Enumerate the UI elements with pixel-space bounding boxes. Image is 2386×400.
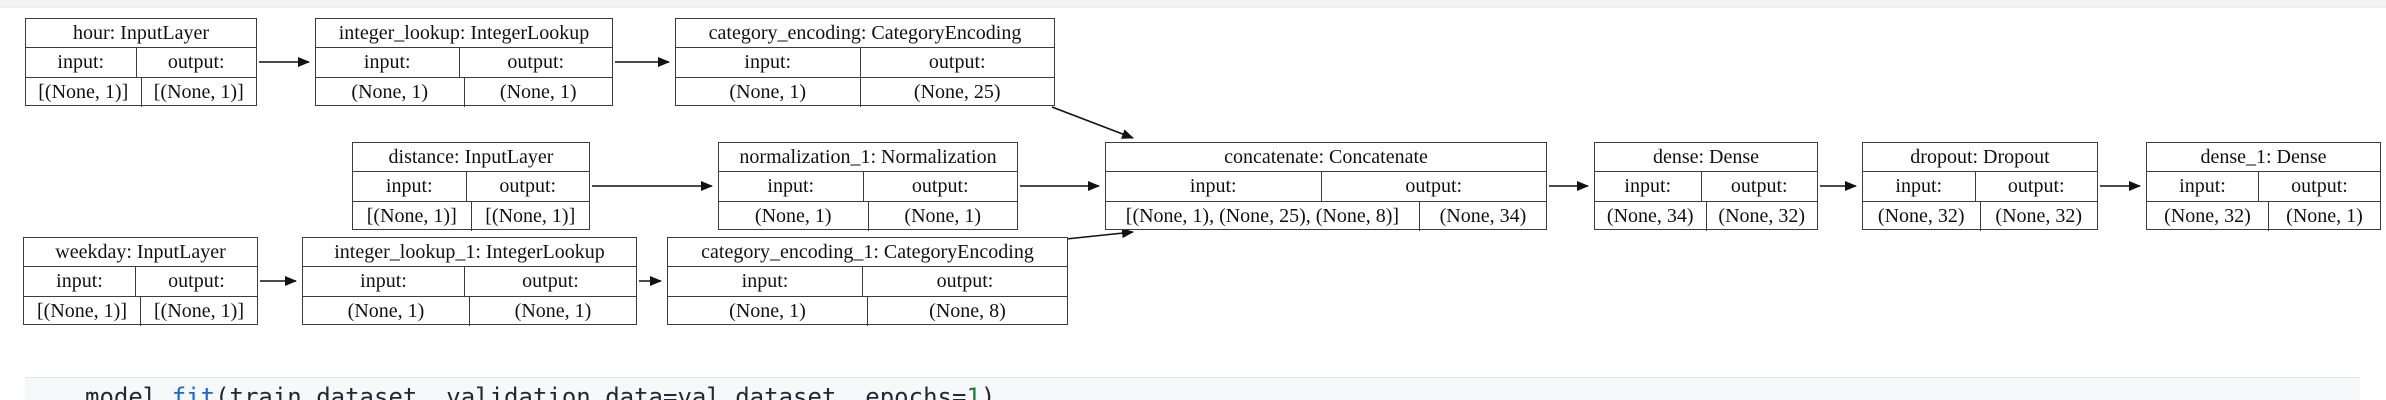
output-shape: [(None, 1)] [140, 78, 257, 107]
input-shape: [(None, 1)] [37, 300, 127, 322]
output-label: output: [2258, 172, 2380, 201]
layer-title: category_encoding_1: CategoryEncoding [668, 238, 1067, 267]
output-shape: (None, 34) [1418, 202, 1546, 231]
output-label: output: [1700, 172, 1818, 201]
output-shape: (None, 25) [859, 78, 1055, 107]
layer-node-concatenate: concatenate: Concatenate input: output: … [1105, 142, 1547, 231]
output-label: output: [464, 267, 636, 296]
input-shape: (None, 34) [1606, 205, 1694, 227]
layer-title: normalization_1: Normalization [719, 143, 1017, 172]
input-label: input: [2179, 175, 2226, 197]
layer-title: concatenate: Concatenate [1106, 143, 1546, 172]
output-label: output: [135, 48, 257, 77]
layer-node-dropout: dropout: Dropout input: output: (None, 3… [1862, 142, 2098, 231]
layer-node-integer-lookup: integer_lookup: IntegerLookup input: out… [315, 18, 613, 107]
output-label: output: [859, 48, 1055, 77]
output-label: output: [135, 267, 257, 296]
layer-title: dropout: Dropout [1863, 143, 2097, 172]
layer-title: distance: InputLayer [353, 143, 589, 172]
layer-node-normalization-1: normalization_1: Normalization input: ou… [718, 142, 1018, 231]
input-label: input: [57, 51, 105, 73]
output-shape: (None, 8) [867, 297, 1067, 326]
layer-node-category-encoding-1: category_encoding_1: CategoryEncoding in… [667, 237, 1068, 326]
layer-title: hour: InputLayer [26, 19, 256, 48]
input-label: input: [1895, 175, 1943, 197]
input-label: input: [385, 175, 433, 197]
layer-title: dense_1: Dense [2147, 143, 2380, 172]
code-token: model. [85, 383, 172, 400]
input-label: input: [1624, 175, 1672, 197]
output-label: output: [1974, 172, 2098, 201]
layer-title: weekday: InputLayer [24, 238, 257, 267]
input-shape: (None, 1) [729, 300, 806, 322]
layer-node-dense-1: dense_1: Dense input: output: (None, 32)… [2146, 142, 2381, 231]
code-cell[interactable]: model.fit(train_dataset, validation_data… [25, 377, 2360, 400]
input-shape: [(None, 1)] [366, 205, 457, 227]
output-label: output: [862, 172, 1018, 201]
output-shape: (None, 1) [469, 297, 636, 326]
layer-title: integer_lookup: IntegerLookup [316, 19, 612, 48]
toolbar-edge-strip [0, 0, 2386, 8]
output-label: output: [465, 172, 590, 201]
code-line[interactable]: model.fit(train_dataset, validation_data… [85, 383, 995, 400]
input-shape: (None, 32) [1877, 205, 1965, 227]
layer-node-hour: hour: InputLayer input: output: [(None, … [25, 18, 257, 107]
input-label: input: [744, 51, 792, 73]
output-shape: (None, 1) [2268, 202, 2380, 231]
layer-node-dense: dense: Dense input: output: (None, 34) (… [1594, 142, 1818, 231]
input-label: input: [1189, 175, 1237, 197]
input-label: input: [56, 270, 103, 292]
input-shape: (None, 1) [729, 81, 807, 103]
input-label: input: [363, 51, 411, 73]
code-token: ) [980, 383, 996, 400]
output-shape: (None, 32) [1979, 202, 2098, 231]
input-shape: (None, 1) [351, 81, 429, 103]
code-token: (train_dataset, validation_data=val_data… [215, 383, 967, 400]
output-label: output: [458, 48, 613, 77]
layer-node-category-encoding: category_encoding: CategoryEncoding inpu… [675, 18, 1055, 107]
layer-node-weekday: weekday: InputLayer input: output: [(Non… [23, 237, 258, 326]
input-shape: (None, 32) [2164, 205, 2251, 227]
input-shape: (None, 1) [347, 300, 425, 322]
layer-title: category_encoding: CategoryEncoding [676, 19, 1054, 48]
input-shape: [(None, 1), (None, 25), (None, 8)] [1125, 205, 1400, 227]
output-label: output: [862, 267, 1067, 296]
layer-title: integer_lookup_1: IntegerLookup [303, 238, 636, 267]
input-label: input: [360, 270, 407, 292]
output-label: output: [1320, 172, 1547, 201]
output-shape: (None, 32) [1705, 202, 1818, 231]
input-shape: (None, 1) [754, 205, 832, 227]
code-token-function: fit [171, 383, 216, 400]
output-shape: (None, 1) [463, 78, 613, 107]
output-shape: [(None, 1)] [470, 202, 590, 231]
input-label: input: [741, 270, 789, 292]
input-shape: [(None, 1)] [38, 81, 129, 103]
input-label: input: [767, 175, 815, 197]
layer-node-distance: distance: InputLayer input: output: [(No… [352, 142, 590, 231]
output-shape: (None, 1) [867, 202, 1018, 231]
layer-node-integer-lookup-1: integer_lookup_1: IntegerLookup input: o… [302, 237, 637, 326]
code-token-number: 1 [966, 383, 981, 400]
output-shape: [(None, 1)] [140, 297, 257, 326]
layer-title: dense: Dense [1595, 143, 1817, 172]
